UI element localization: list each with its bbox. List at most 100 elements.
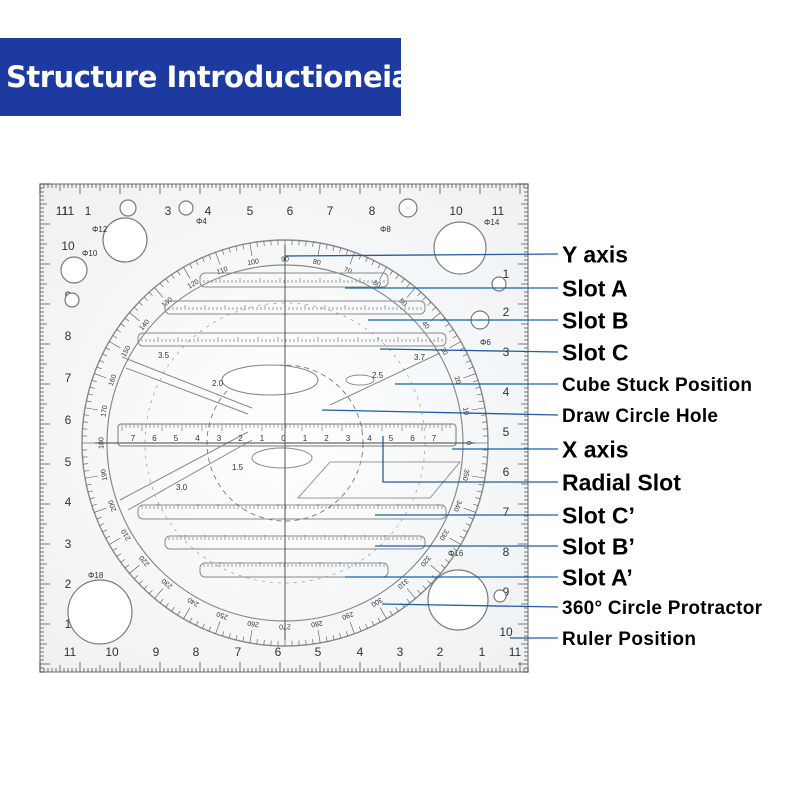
protractor-tick [459, 535, 465, 539]
ruler-number-bottom: 3 [397, 645, 404, 659]
x-scale-label: 0 [281, 434, 286, 443]
protractor-tick [143, 296, 148, 301]
radial-label: 2.0 [212, 379, 224, 388]
callout-x-axis: X axis [562, 436, 629, 462]
callout-slot-c-prime: Slot C’ [562, 502, 635, 528]
protractor-tick [462, 353, 468, 357]
protractor-tick [325, 636, 328, 642]
callout-y-axis: Y axis [562, 241, 628, 267]
protractor-tick [129, 312, 140, 322]
radial-label: 2.5 [372, 371, 384, 380]
protractor-tick [89, 497, 95, 500]
protractor-tick [124, 317, 130, 322]
radial-slots [119, 352, 462, 511]
ruler-number-right: 2 [503, 305, 510, 319]
protractor-tick [86, 400, 92, 403]
protractor-tick [481, 414, 487, 416]
protractor-tick [448, 553, 454, 557]
protractor-tick [183, 267, 191, 279]
protractor-tick [445, 559, 450, 563]
protractor-degree-label: 50 [397, 298, 408, 308]
protractor-tick [475, 497, 481, 500]
protractor-tick [431, 306, 437, 311]
protractor-tick [221, 631, 225, 637]
x-scale-label: 4 [367, 434, 372, 443]
draw-circle-hole-shape [345, 374, 375, 386]
protractor-tick [263, 241, 265, 247]
ruler-number-top: 7 [327, 204, 334, 218]
protractor-tick [473, 503, 479, 507]
protractor-tick [112, 547, 118, 551]
ruler-number-left: 11 [62, 204, 75, 218]
protractor-degree-label: 120 [187, 279, 201, 291]
ruler-number-right: 6 [503, 465, 510, 479]
protractor-tick [99, 360, 105, 363]
hole-phi8 [398, 198, 418, 218]
protractor-tick [417, 291, 422, 297]
hole-label: Φ4 [196, 217, 207, 226]
protractor-degree-label: 100 [247, 258, 260, 267]
x-scale-label: 7 [131, 434, 136, 443]
protractor-tick [463, 507, 476, 513]
callout-circle-protractor: 360° Circle Protractor [562, 598, 763, 619]
protractor-tick [459, 347, 465, 351]
protractor-tick [478, 483, 484, 486]
ruler-number-right: 4 [503, 385, 510, 399]
ruler-number-left: 3 [65, 537, 72, 551]
hole-phi12 [102, 217, 148, 263]
protractor-degree-label: 160 [108, 374, 119, 387]
protractor-tick [317, 630, 321, 643]
protractor-tick [96, 516, 102, 520]
hole-label: Φ18 [88, 571, 104, 580]
protractor-tick [395, 606, 399, 612]
protractor-tick [221, 249, 225, 255]
protractor-tick [148, 291, 153, 297]
measuring-holes [60, 198, 507, 645]
protractor-tick [177, 610, 181, 616]
protractor-degree-label: 80 [312, 259, 321, 267]
protractor-tick [215, 621, 221, 634]
ruler-number-top: 6 [287, 204, 294, 218]
crosshair-axes [95, 245, 475, 640]
protractor-tick [249, 630, 253, 643]
protractor-tick [235, 635, 238, 641]
ruler-number-right: 3 [503, 345, 510, 359]
protractor-tick [317, 243, 321, 256]
protractor-tick [138, 580, 143, 585]
protractor-tick [109, 537, 121, 545]
protractor-tick [242, 244, 245, 250]
protractor-tick [195, 620, 199, 626]
slot-a-shape [199, 272, 389, 288]
protractor-tick [165, 278, 169, 283]
ruler-number-top: 8 [369, 204, 376, 218]
protractor-tick [475, 386, 481, 389]
protractor-tick [85, 407, 98, 411]
hole-bottom-right-small [493, 589, 507, 603]
protractor-tick [312, 241, 314, 247]
protractor-tick [481, 463, 487, 465]
protractor-tick [183, 607, 191, 619]
protractor-tick [96, 366, 102, 370]
hole-label: Φ8 [380, 225, 391, 234]
slot-tick-marks [121, 278, 451, 567]
protractor-tick [83, 414, 89, 416]
protractor-tick [202, 257, 205, 263]
hole-small-a [119, 199, 137, 217]
ruler-number-left: 1 [65, 617, 72, 631]
ruler-number-left: 2 [65, 577, 72, 591]
protractor-tick [473, 379, 479, 383]
protractor-tick [133, 306, 139, 311]
protractor-tick [365, 257, 368, 263]
protractor-tick [195, 260, 199, 266]
protractor-tick [389, 270, 393, 276]
protractor-degree-label: 330 [437, 528, 449, 542]
protractor-tick [379, 607, 387, 619]
protractor-degree-label: 40 [420, 320, 430, 331]
protractor-tick [83, 463, 89, 465]
protractor-tick [377, 263, 381, 269]
leader-y-axis [284, 253, 559, 257]
protractor-tick [116, 329, 122, 333]
slots-upper [117, 272, 457, 578]
x-scale-label: 6 [410, 434, 415, 443]
